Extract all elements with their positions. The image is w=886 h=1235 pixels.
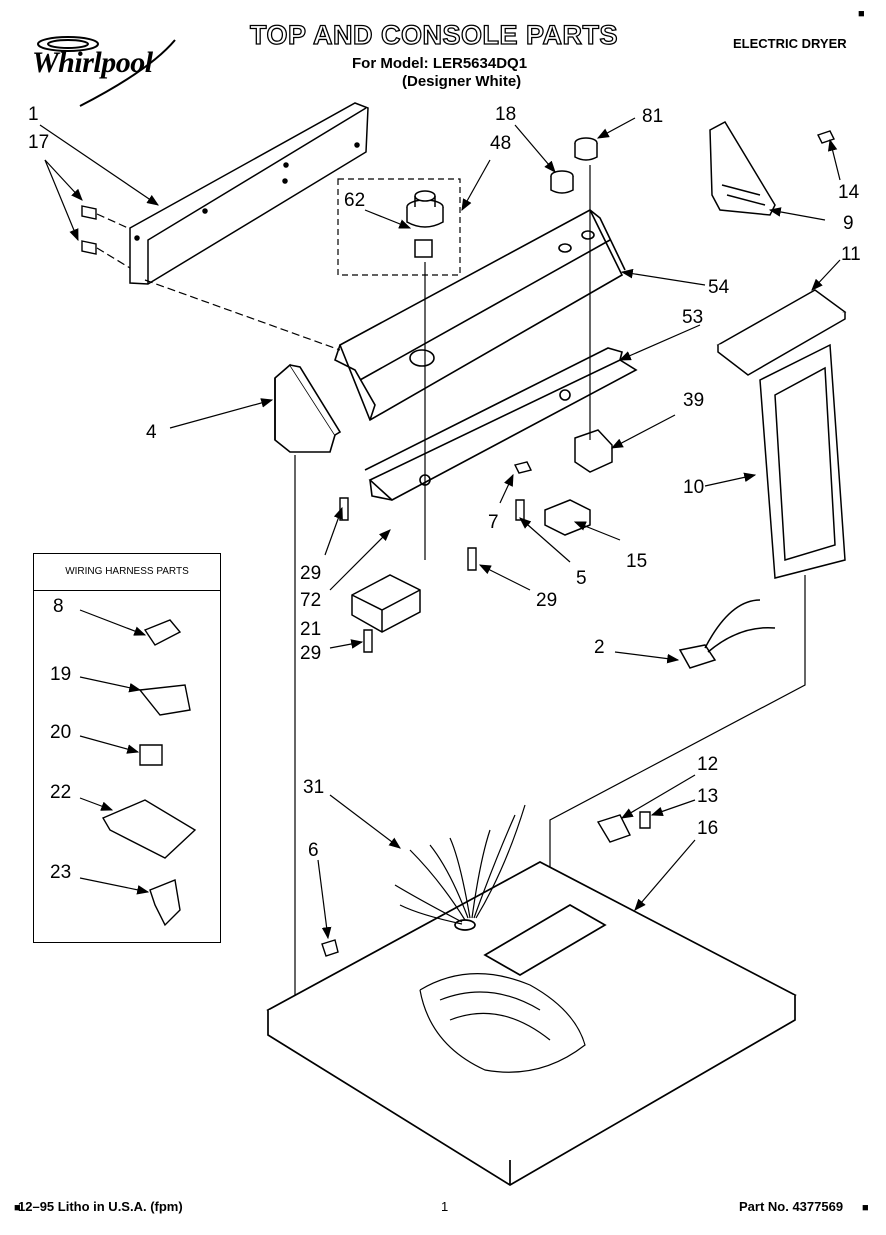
callout-21: 21 — [300, 619, 322, 640]
part-39-switch — [574, 429, 613, 473]
part-5-screw — [515, 499, 525, 521]
part-31-harness — [394, 804, 586, 1073]
part-29-screw — [363, 629, 373, 653]
part-12-clip — [596, 814, 631, 843]
callout-39: 39 — [683, 390, 705, 411]
callout-1: 1 — [28, 104, 39, 125]
part-54-console — [334, 208, 626, 422]
harness-parts-drawings — [101, 619, 197, 927]
callout-53: 53 — [682, 307, 704, 328]
part-48-knob — [406, 190, 444, 258]
part-19-connector — [138, 684, 191, 716]
callout-18: 18 — [495, 104, 517, 125]
part-13-screw — [639, 811, 651, 829]
callout-7: 7 — [488, 512, 499, 533]
part-14-screw — [817, 130, 835, 144]
part-8-connector — [143, 619, 182, 646]
brand-logo: Whirlpool — [32, 46, 153, 79]
footer-page-number: 1 — [441, 1199, 449, 1214]
color-line: (Designer White) — [402, 73, 522, 90]
corner-mark: ■ — [862, 1202, 869, 1214]
legend-title: WIRING HARNESS PARTS — [34, 554, 220, 591]
part-2-connector — [678, 599, 776, 669]
callout-29: 29 — [300, 563, 322, 584]
part-53-bracket — [364, 347, 638, 501]
part-10-frame — [759, 343, 846, 579]
callout-2: 2 — [594, 637, 605, 658]
callout-19: 19 — [50, 664, 72, 685]
part-7-clip — [513, 461, 533, 474]
footer-litho: 12–95 Litho in U.S.A. (fpm) — [18, 1199, 183, 1214]
brand-logo-swoosh — [37, 36, 176, 107]
part-17-screws — [81, 205, 97, 255]
callout-29: 29 — [536, 590, 558, 611]
callout-12: 12 — [697, 754, 719, 775]
part-21-timer — [351, 574, 421, 633]
callout-23: 23 — [50, 862, 72, 883]
callout-6: 6 — [308, 840, 319, 861]
callout-10: 10 — [683, 477, 705, 498]
callout-22: 22 — [50, 782, 72, 803]
callout-72: 72 — [300, 590, 322, 611]
callout-29: 29 — [300, 643, 322, 664]
part-9-bracket — [709, 121, 776, 216]
part-4-end-cap — [274, 363, 342, 453]
footer-part-number: Part No. 4377569 — [739, 1199, 844, 1214]
callout-9: 9 — [843, 213, 854, 234]
model-info: For Model: LER5634DQ1 (Designer White) — [352, 55, 527, 91]
callout-14: 14 — [838, 182, 860, 203]
model-line: For Model: LER5634DQ1 — [352, 55, 528, 72]
part-18-knob — [550, 170, 574, 194]
callout-62: 62 — [344, 190, 366, 211]
part-11-cover — [716, 289, 847, 376]
part-23-clip — [149, 879, 181, 927]
callout-4: 4 — [146, 422, 157, 443]
part-16-top-panel — [266, 861, 797, 1186]
part-6-clip — [321, 939, 339, 957]
wiring-harness-legend: WIRING HARNESS PARTS — [33, 553, 221, 943]
product-type: ELECTRIC DRYER — [733, 36, 847, 51]
part-20-connector — [139, 744, 163, 766]
callout-13: 13 — [697, 786, 719, 807]
part-22-connector — [101, 799, 197, 859]
part-1-back-plate — [129, 102, 369, 285]
callout-20: 20 — [50, 722, 72, 743]
callout-5: 5 — [576, 568, 587, 589]
page-title: TOP AND CONSOLE PARTS — [249, 19, 619, 50]
callout-15: 15 — [626, 551, 648, 572]
callout-81: 81 — [642, 106, 664, 127]
callout-16: 16 — [697, 818, 719, 839]
corner-mark: ■ — [14, 1202, 21, 1214]
part-15-switch — [544, 499, 591, 536]
corner-mark: ■ — [858, 8, 865, 20]
callout-8: 8 — [53, 596, 64, 617]
callout-11: 11 — [841, 244, 861, 265]
callout-48: 48 — [490, 133, 512, 154]
callout-31: 31 — [303, 777, 325, 798]
callout-54: 54 — [708, 277, 730, 298]
part-29-screw — [467, 547, 477, 571]
part-81-knob — [574, 137, 598, 161]
callout-17: 17 — [28, 132, 50, 153]
